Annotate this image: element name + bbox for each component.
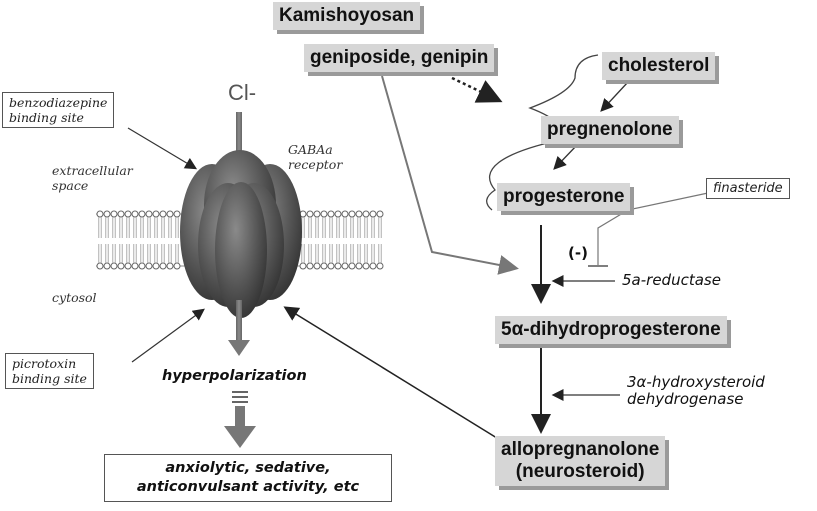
pregnenolone-label: pregnenolone [541, 116, 679, 144]
extracellular-label: extracellular space [52, 163, 133, 193]
gaba-line1: GABAa [288, 142, 342, 157]
extracellular-line1: extracellular [52, 163, 133, 178]
hyperpolarization-label: hyperpolarization [162, 368, 307, 385]
flow-arrowhead [228, 340, 250, 356]
finasteride-label: finasteride [706, 178, 790, 199]
benzo-line1: benzodiazepine [9, 95, 107, 110]
triple-bar-arrow [224, 392, 256, 448]
picrotoxin-site-label: picrotoxin binding site [5, 353, 94, 389]
neurosteroid-note: (neurosteroid) [501, 461, 659, 483]
effects-box: anxiolytic, sedative, anticonvulsant act… [104, 454, 392, 502]
allopregnanolone-name: allopregnanolone [501, 439, 659, 461]
progesterone-label: progesterone [497, 183, 630, 211]
gabaa-receptor [180, 150, 302, 318]
effects-line1: anxiolytic, sedative, [113, 459, 383, 478]
picrotoxin-line1: picrotoxin [12, 356, 87, 371]
allopregnanolone-label: allopregnanolone (neurosteroid) [495, 436, 665, 486]
dihydroprogesterone-label: 5α-dihydroprogesterone [495, 316, 727, 344]
effects-line2: anticonvulsant activity, etc [113, 478, 383, 497]
gaba-line2: receptor [288, 157, 342, 172]
geniposide-label: geniposide, genipin [304, 44, 494, 72]
kamishoyosan-label: Kamishoyosan [273, 2, 420, 30]
hsd-line1: 3α-hydroxysteroid [627, 374, 765, 391]
benzodiazepine-site-label: benzodiazepine binding site [2, 92, 114, 128]
reductase-label: 5a-reductase [622, 272, 721, 289]
extracellular-line2: space [52, 178, 133, 193]
hsd-line2: dehydrogenase [627, 391, 765, 408]
picrotoxin-line2: binding site [12, 371, 87, 386]
inhibition-sign: (-) [568, 245, 588, 262]
hsd-label: 3α-hydroxysteroid dehydrogenase [627, 374, 765, 408]
cytosol-label: cytosol [52, 290, 97, 305]
chloride-label: Cl- [228, 80, 256, 106]
benzo-line2: binding site [9, 110, 107, 125]
gabaa-receptor-label: GABAa receptor [288, 142, 342, 172]
cholesterol-label: cholesterol [602, 52, 715, 80]
